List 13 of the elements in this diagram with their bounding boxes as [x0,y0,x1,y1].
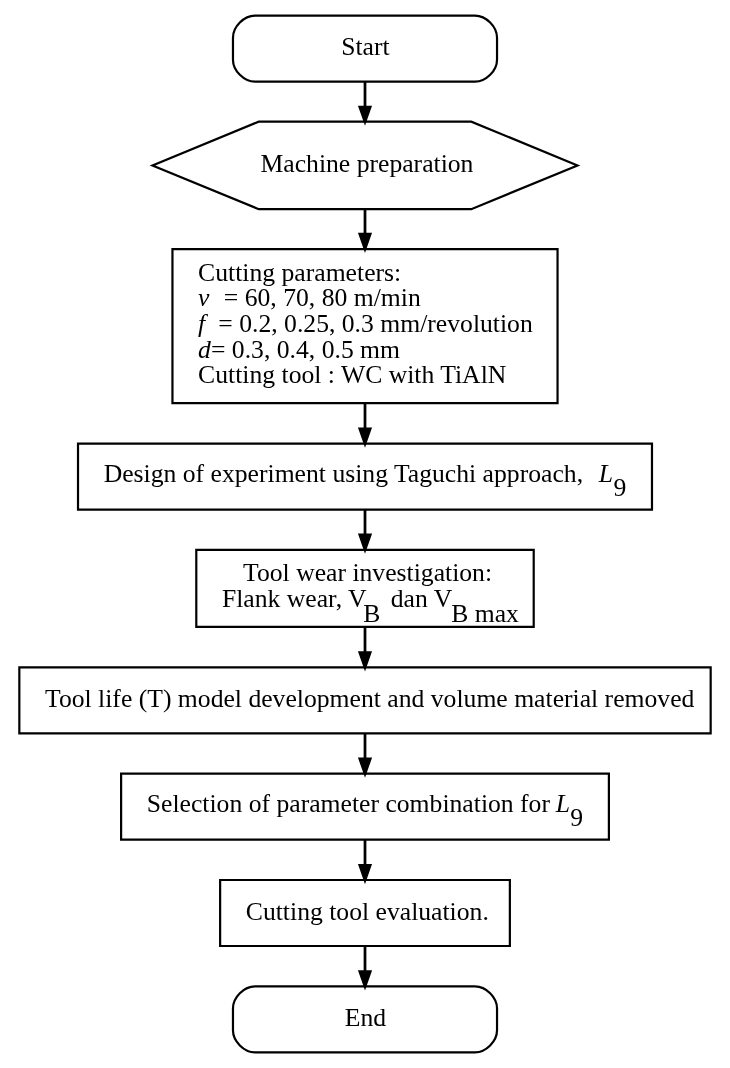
node-box: Tool life (T) model development and volume material removed [18,666,712,735]
arrow [357,509,373,554]
node-box: Start [231,14,499,83]
node-box: Cutting parameters: v = 60, 70, 80 m/min f = 0.2, 0.25, 0.3 mm/revolution d= 0.3, 0.4, 0.5 mm Cutting tool : WC with TiAlN [171,248,559,405]
arrow [357,946,373,991]
arrow [357,627,373,672]
arrow [357,209,373,253]
node-box: Cutting tool evaluation. [219,878,511,948]
arrow [357,82,373,126]
arrow [357,839,373,885]
node-box: End [231,985,499,1054]
arrow [357,403,373,448]
arrow [357,733,373,778]
